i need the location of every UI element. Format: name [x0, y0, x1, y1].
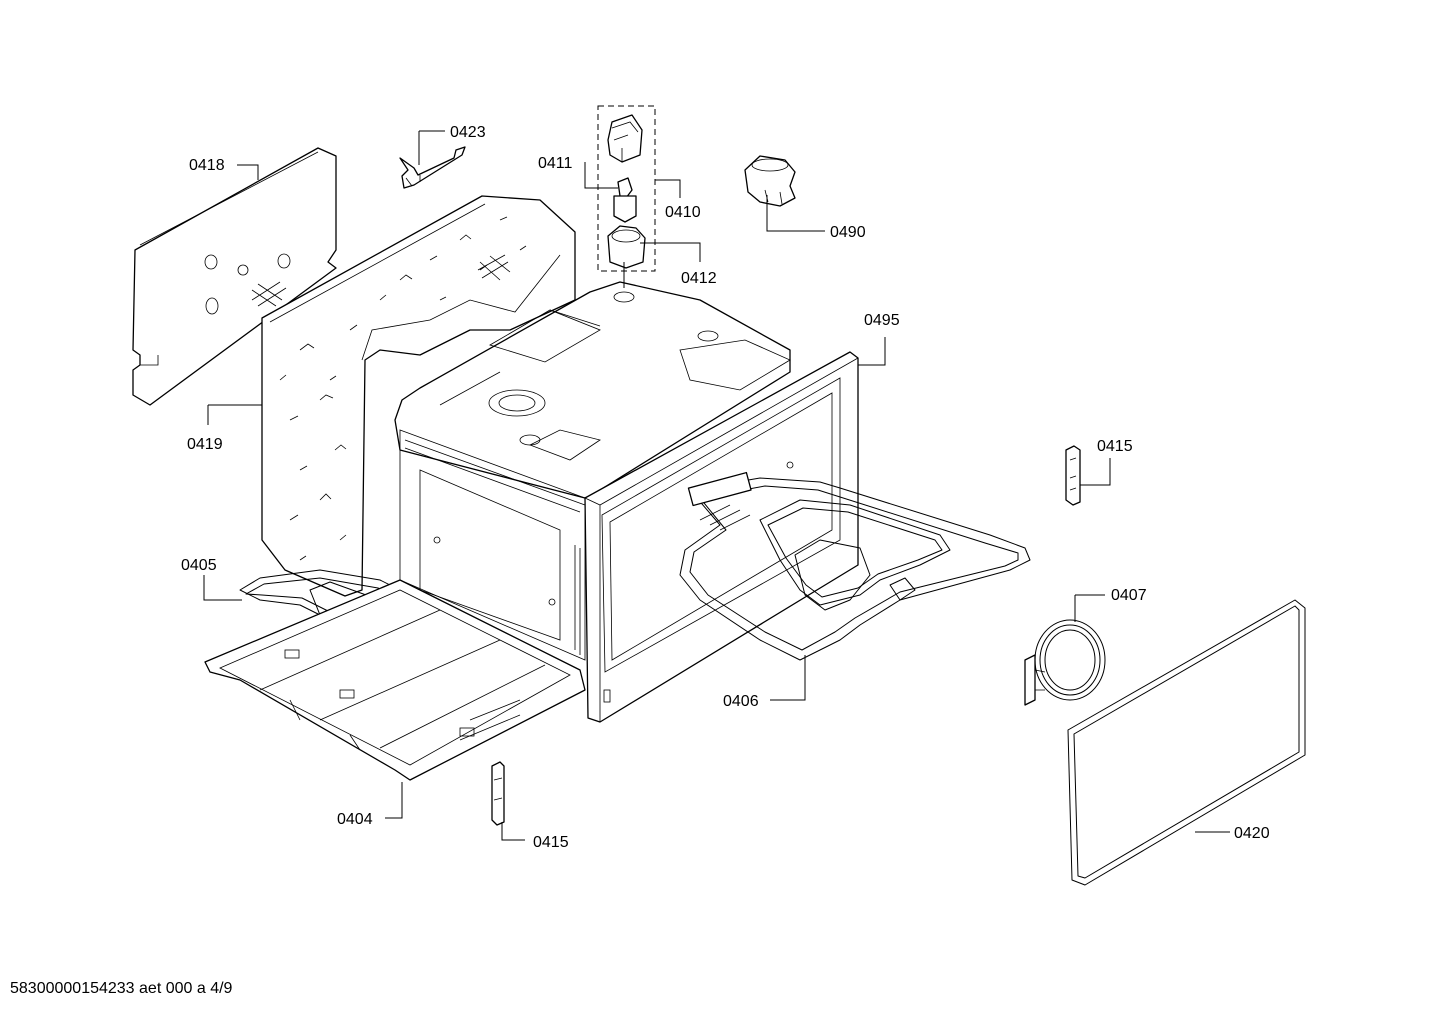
part-labels: 0418 0423 0411 0410 0412 0490 0495 0419 …	[181, 124, 1270, 851]
part-0495-front-frame	[584, 351, 859, 723]
part-0490-bush	[744, 155, 796, 207]
part-0406-grill-element	[679, 471, 1031, 661]
label-0419: 0419	[187, 436, 223, 453]
label-0423: 0423	[450, 124, 486, 141]
label-0490: 0490	[830, 224, 866, 241]
part-0419-insulation-wrap	[261, 195, 576, 597]
part-0407-fan-element	[1024, 619, 1106, 706]
label-0406: 0406	[723, 693, 759, 710]
label-0418: 0418	[189, 157, 225, 174]
part-0415-hinge-bracket-upper	[1065, 445, 1081, 506]
label-0412: 0412	[681, 270, 717, 287]
label-0410: 0410	[665, 204, 701, 221]
label-0415-upper: 0415	[1097, 438, 1133, 455]
label-0405: 0405	[181, 557, 217, 574]
part-0423-bracket	[399, 146, 466, 189]
part-0410-lamp-group	[597, 105, 656, 272]
label-0415-lower: 0415	[533, 834, 569, 851]
drawing-reference-footer: 58300000154233 aet 000 a 4/9	[10, 980, 233, 997]
label-0407: 0407	[1111, 587, 1147, 604]
label-0420: 0420	[1234, 825, 1270, 842]
part-0404-bottom-tray	[204, 579, 586, 781]
label-0495: 0495	[864, 312, 900, 329]
leader-lines	[203, 130, 1230, 841]
label-0404: 0404	[337, 811, 373, 828]
part-0420-door-seal	[1067, 599, 1306, 886]
label-0411: 0411	[538, 155, 573, 172]
part-0415-hinge-bracket-lower	[491, 761, 505, 826]
part-0418-back-panel	[132, 147, 337, 406]
part-oven-cavity	[394, 281, 791, 661]
